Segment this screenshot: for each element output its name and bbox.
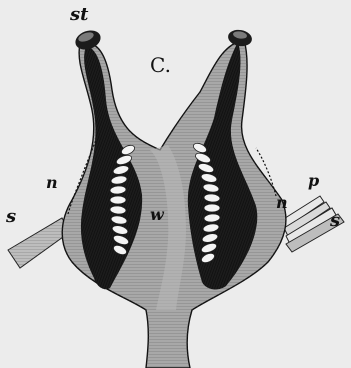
label-stigma: st <box>69 4 89 25</box>
label-nectary-left: n <box>46 173 58 192</box>
figure-letter: C. <box>150 53 171 77</box>
label-sepal-right: s <box>329 210 340 231</box>
label-sepal-left: s <box>5 206 16 227</box>
label-axis: w <box>150 205 165 224</box>
label-petal: p <box>308 171 319 190</box>
label-nectary-right: n <box>276 193 288 212</box>
